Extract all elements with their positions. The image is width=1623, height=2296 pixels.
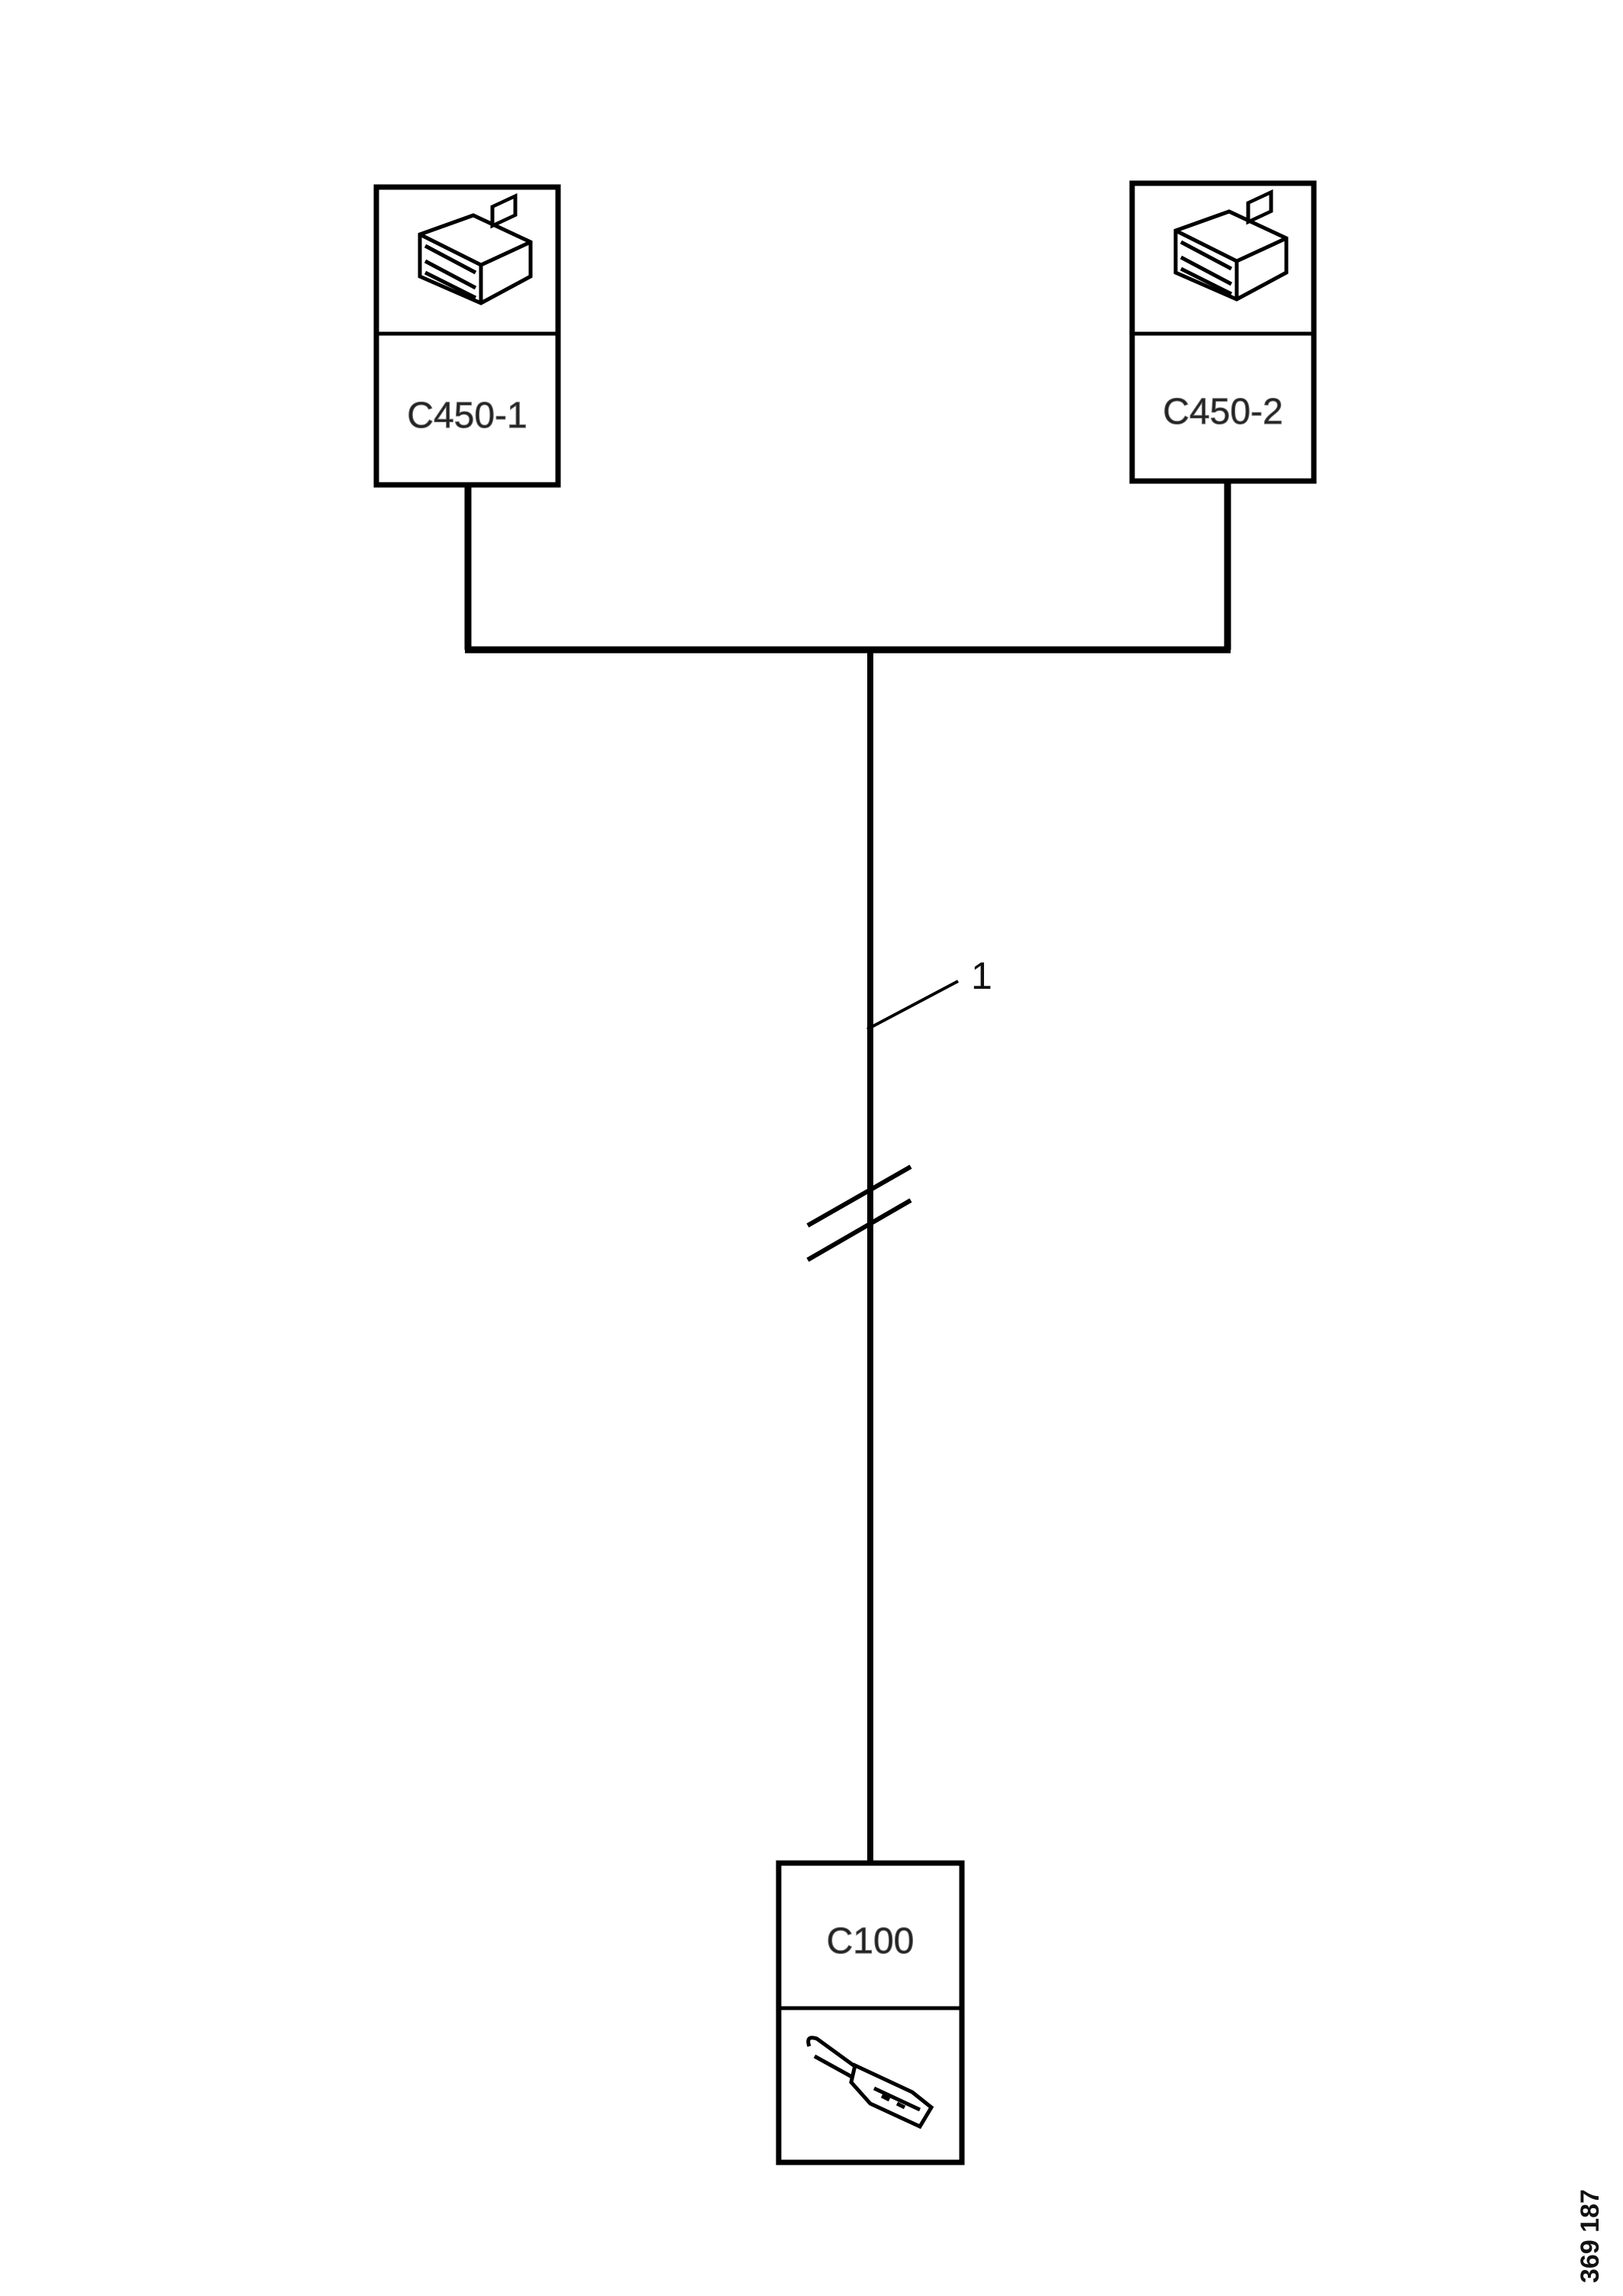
connector-c100[interactable]: C100 [776,1860,965,2165]
break-mark-1 [806,1164,912,1228]
harness-wires [464,483,1231,1865]
connector-label: C450-1 [407,396,527,436]
connector-label: C100 [827,1921,915,1962]
connector-c450-1[interactable]: C450-1 [373,184,561,488]
connector-c450-2[interactable]: C450-2 [1129,180,1317,484]
break-mark-2 [806,1198,912,1262]
ecu-connector-icon [418,193,533,305]
connector-label: C450-2 [1163,392,1283,432]
wire-callout-label: 1 [971,954,992,997]
ecu-connector-icon [1173,189,1289,302]
plug-connector-icon [806,2036,934,2130]
callout-leader [866,980,959,1031]
figure-number: 369 187 [1576,2189,1605,2283]
